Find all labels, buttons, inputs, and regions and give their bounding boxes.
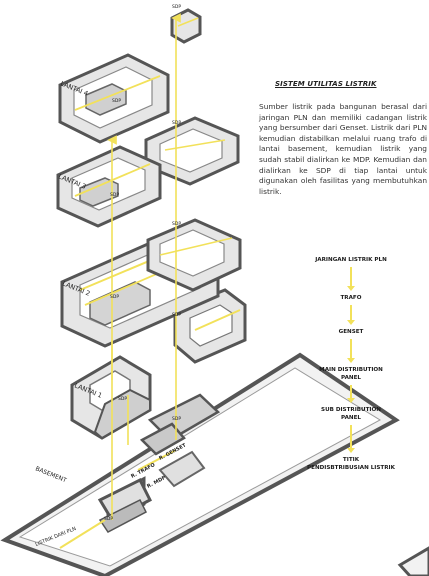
flow-arrow-icon <box>347 425 355 453</box>
adjacent-slab <box>397 546 429 576</box>
info-panel: SISTEM UTILITAS LISTRIK Sumber listrik p… <box>243 80 427 197</box>
flow-step-line: SUB DISTRIBUTION <box>321 407 381 413</box>
flow-step-line: TRAFO <box>340 295 362 301</box>
flow-step-line: PANEL <box>341 375 361 381</box>
sdp-label: SDP <box>172 4 181 10</box>
flow-step: JARINGAN LISTRIK PLN <box>286 256 416 264</box>
flow-arrow-icon <box>347 305 355 325</box>
flow-step-line: GENSET <box>338 329 364 335</box>
sdp-label: SDP <box>112 98 121 104</box>
sdp-label: SDP <box>172 312 181 318</box>
panel-title: SISTEM UTILITAS LISTRIK <box>275 80 377 88</box>
floor-label-basement: BASEMENT <box>34 465 67 484</box>
flow-step: SUB DISTRIBUTION PANEL <box>286 406 416 422</box>
sdp-label: SDP <box>172 221 181 227</box>
floor-lantai-1 <box>70 355 152 440</box>
flow-arrow-icon <box>347 385 355 403</box>
flow-step-line: MAIN DISTRIBUTION <box>319 367 383 373</box>
flow-step-line: PENDISBTRIBUSIAN LISTRIK <box>307 465 395 471</box>
sdp-label: SDP <box>118 396 127 402</box>
flow-step: GENSET <box>286 328 416 336</box>
flow-step: MAIN DISTRIBUTION PANEL <box>286 366 416 382</box>
electrical-risers <box>59 13 181 549</box>
flow-arrow-icon <box>347 339 355 363</box>
flow-step-line: PANEL <box>341 415 361 421</box>
floor-lantai-3 <box>56 145 162 228</box>
flow-step-line: TITIK <box>342 457 360 463</box>
flow-step: TRAFO <box>286 294 416 302</box>
panel-description: Sumber listrik pada bangunan berasal dar… <box>259 102 427 196</box>
flow-step: TITIK PENDISBTRIBUSIAN LISTRIK <box>286 456 416 472</box>
sdp-label: SDP <box>172 416 181 422</box>
sdp-label: SDP <box>110 294 119 300</box>
flow-step-line: JARINGAN LISTRIK PLN <box>315 257 387 263</box>
sdp-label: SDP <box>172 120 181 126</box>
sdp-label: SDP <box>110 192 119 198</box>
floor-lantai-4 <box>58 53 170 144</box>
sdp-label: SDP <box>104 516 113 522</box>
flow-arrow-icon <box>347 267 355 291</box>
